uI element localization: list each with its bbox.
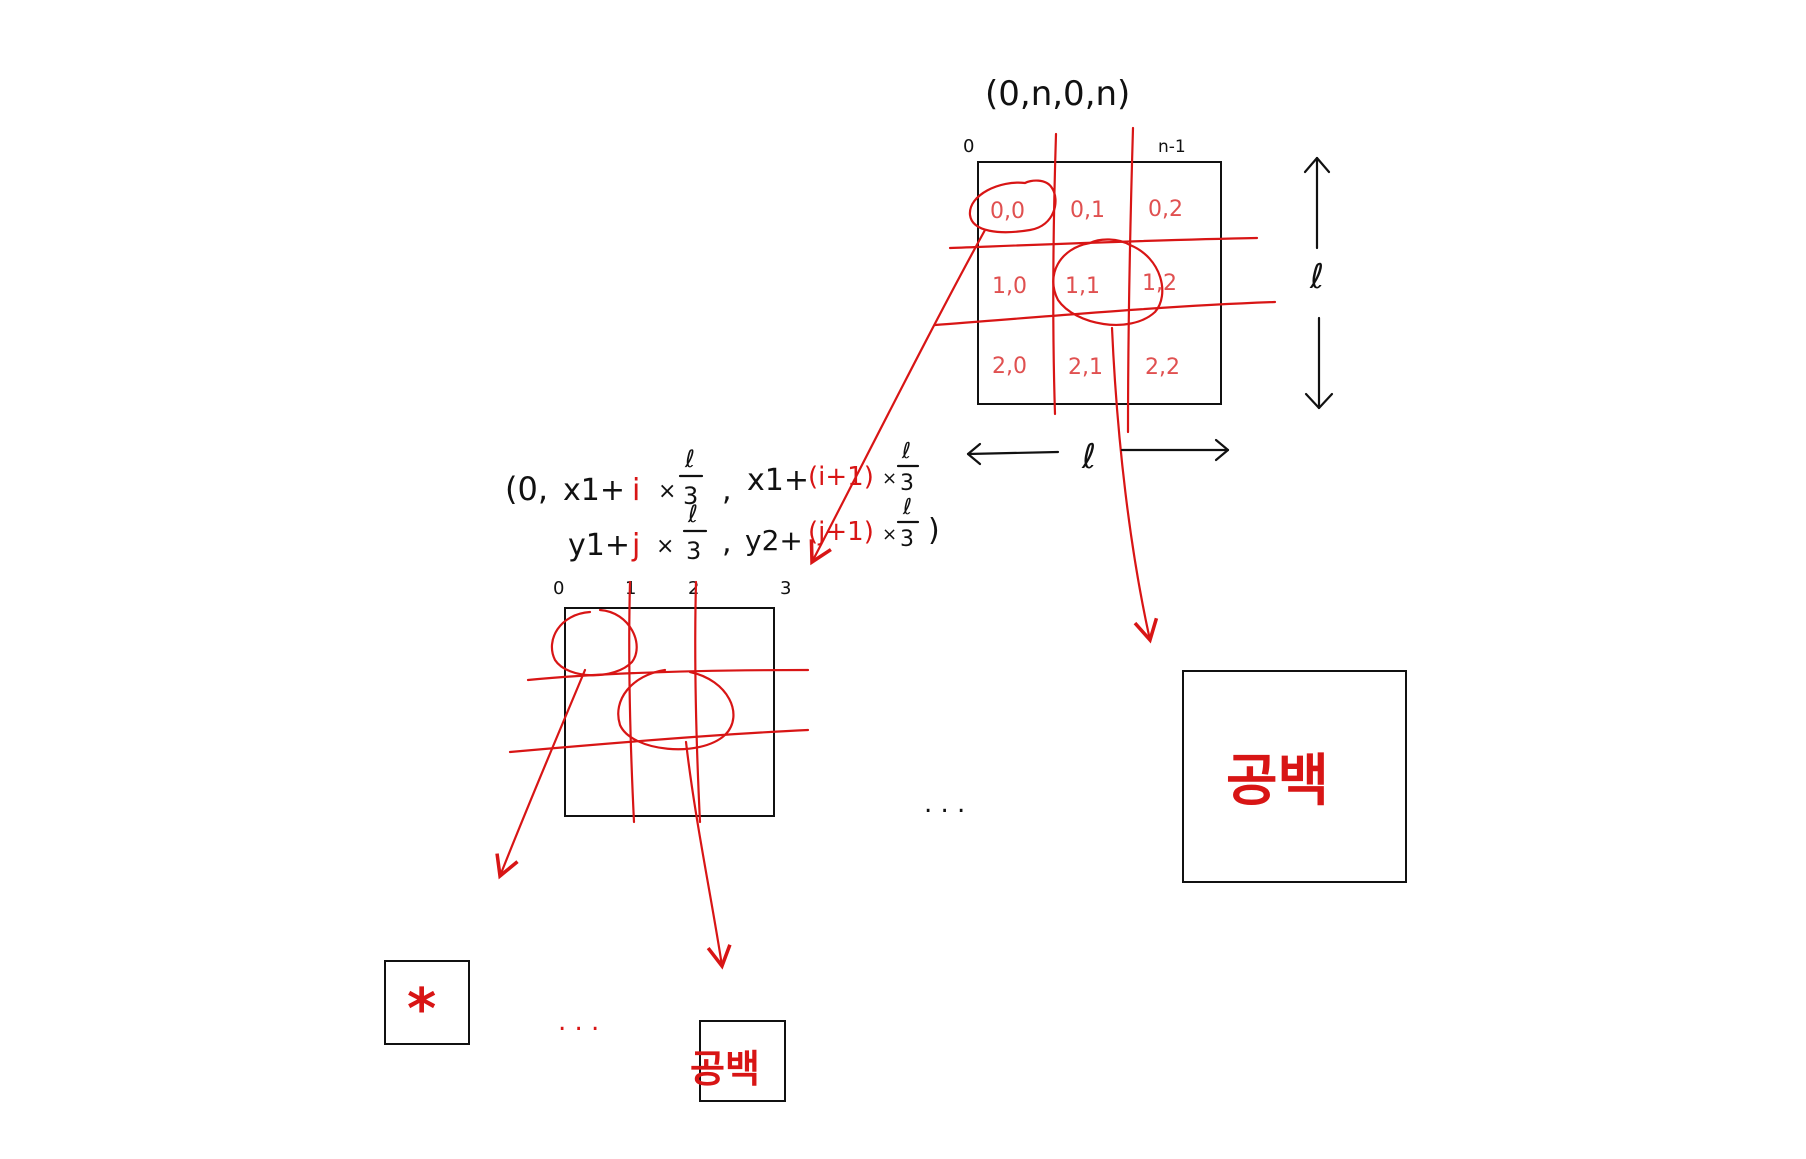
formula-j-plus-1: (j+1) (808, 517, 874, 547)
formula-times-c: × (656, 534, 674, 559)
mid-index-3: 3 (780, 578, 791, 599)
arrow-cell00-to-subgrid (809, 228, 987, 566)
formula-y2: y2+ (745, 524, 803, 557)
top-cell-0-2: 0,2 (1148, 197, 1183, 222)
mid-divider-h2 (508, 728, 810, 754)
mid-grid-box (564, 607, 775, 817)
bottom-arrow-left (966, 450, 1060, 456)
mid-divider-h1 (526, 668, 810, 682)
formula-x1-b: x1+ (747, 463, 809, 498)
blank-box-large (1182, 670, 1407, 883)
mid-index-0: 0 (553, 578, 564, 599)
top-cell-2-1: 2,1 (1068, 355, 1103, 380)
bottom-arrow-left-head (966, 442, 982, 466)
top-grid-box (977, 161, 1222, 405)
side-arrow-down-head (1304, 392, 1334, 410)
formula-times-a: × (658, 479, 676, 504)
mid-divider-v2 (694, 580, 702, 824)
formula-x1-a: x1+ (563, 473, 625, 508)
formula-open: (0, (505, 470, 548, 508)
mid-circle-1-1 (617, 668, 735, 751)
formula-line-1: (0, x1+ i × ℓ 3 , x1+ (i+1) × ℓ 3 (505, 439, 920, 510)
ellipsis-middle: . . . (924, 789, 965, 819)
top-cell-0-0: 0,0 (990, 199, 1025, 224)
formula-i: i (632, 473, 640, 508)
frac-den-2: 3 (900, 471, 914, 496)
arrow-mid00-to-star (495, 668, 587, 880)
frac-num-1: ℓ (684, 445, 695, 473)
blank-label-small: 공백 (690, 1047, 760, 1091)
frac-den-4: 3 (900, 527, 914, 552)
formula-times-d: × (882, 524, 897, 545)
frac-den-1: 3 (683, 482, 698, 510)
star-label: * (407, 977, 436, 1042)
top-circle-1-1 (1052, 238, 1164, 326)
formula-i-plus-1: (i+1) (808, 462, 874, 492)
top-cell-1-1: 1,1 (1065, 274, 1100, 299)
top-cell-2-2: 2,2 (1145, 355, 1180, 380)
frac-num-3: ℓ (687, 500, 698, 528)
bottom-arrow-right-head (1214, 438, 1230, 462)
frac-num-4: ℓ (902, 495, 912, 520)
star-box (384, 960, 470, 1045)
top-cell-2-0: 2,0 (992, 354, 1027, 379)
formula-times-b: × (882, 468, 897, 489)
side-arrow-up-head (1303, 156, 1331, 174)
formula-close: ) (928, 513, 940, 548)
formula-comma-2: , (722, 525, 732, 560)
arrow-cell11-to-blank (1110, 326, 1159, 644)
top-index-last: n-1 (1158, 137, 1186, 157)
frac-den-3: 3 (686, 537, 701, 565)
blank-box-small (699, 1020, 786, 1102)
formula-y1: y1+ (568, 528, 630, 563)
bottom-label: ℓ (1081, 437, 1096, 477)
mid-index-2: 2 (688, 578, 699, 599)
frac-num-2: ℓ (901, 439, 911, 464)
mid-circle-0-0 (550, 608, 638, 677)
top-cell-1-0: 1,0 (992, 274, 1027, 299)
arrow-mid11-to-blank (684, 740, 732, 970)
top-circle-0-0 (968, 179, 1057, 234)
side-label: ℓ (1309, 257, 1324, 297)
top-divider-v2 (1126, 126, 1135, 434)
mid-divider-v1 (628, 580, 636, 824)
top-cell-0-1: 0,1 (1070, 198, 1105, 223)
top-divider-h2 (933, 300, 1277, 327)
blank-label-large: 공백 (1226, 749, 1329, 814)
ellipsis-bottom: . . . (558, 1007, 599, 1037)
top-index-first: 0 (963, 136, 974, 157)
formula-comma-1: , (722, 473, 732, 508)
top-title: (0,n,0,n) (985, 74, 1130, 114)
formula-j: j (631, 528, 640, 563)
formula-line-2: y1+ j × ℓ 3 , y2+ (j+1) × ℓ 3 ) (568, 495, 940, 565)
